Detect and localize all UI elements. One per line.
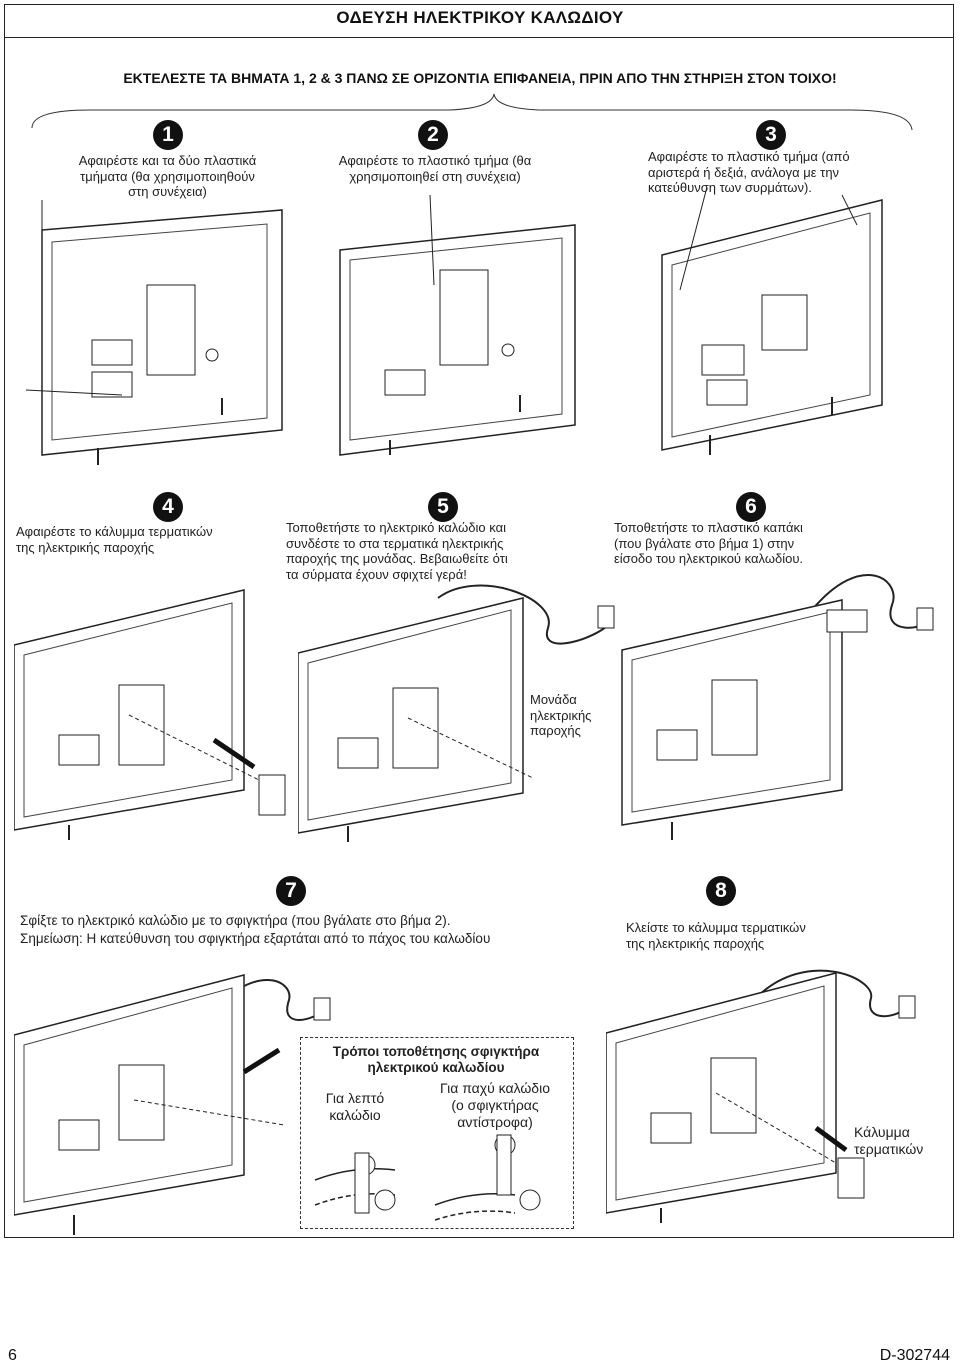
step-6-text: Τοποθετήστε το πλαστικό καπάκι (που βγάλ… xyxy=(614,520,804,566)
step-7-figure xyxy=(14,974,331,1235)
step-1-figure xyxy=(25,200,283,465)
step-1-text: Αφαιρέστε και τα δύο πλαστικά τμήματα (θ… xyxy=(78,153,257,199)
step-4-text: Αφαιρέστε το κάλυμμα τερματικών της ηλεκ… xyxy=(16,524,213,555)
page-frame xyxy=(4,4,954,1238)
step-1-number: 1 xyxy=(153,120,183,150)
brace-icon xyxy=(31,93,913,131)
page-number: 6 xyxy=(8,1347,17,1364)
step-4-figure xyxy=(14,589,286,840)
page-title: ΟΔΕΥΣΗ ΗΛΕΚΤΡΙΚΟΥ ΚΑΛΩΔΙΟΥ xyxy=(336,8,624,27)
clamp-options-figure xyxy=(314,1134,541,1221)
document-code: D-302744 xyxy=(879,1347,950,1364)
thick-cable-label: Για παχύ καλώδιο (ο σφιγκτήρας αντίστροφ… xyxy=(440,1080,550,1130)
thin-cable-label: Για λεπτό καλώδιο xyxy=(325,1090,385,1123)
step-3-figure xyxy=(661,186,883,455)
step-2-text: Αφαιρέστε το πλαστικό τμήμα (θα χρησιμοπ… xyxy=(338,153,532,184)
clamp-options-title: Τρόποι τοποθέτησης σφιγκτήρα ηλεκτρικού … xyxy=(332,1044,540,1075)
step-5-figure xyxy=(298,584,615,842)
terminal-cover-label: Κάλυμμα τερματικών xyxy=(854,1124,924,1157)
step-5-text: Τοποθετήστε το ηλεκτρικό καλώδιο και συν… xyxy=(286,520,508,582)
step-5-number: 5 xyxy=(428,492,458,522)
step-6-number: 6 xyxy=(736,492,766,522)
step-4-number: 4 xyxy=(153,492,183,522)
step-7-number: 7 xyxy=(276,876,306,906)
power-unit-label: Μονάδα ηλεκτρικής παροχής xyxy=(530,692,592,738)
step-8-figure xyxy=(606,969,916,1223)
step-6-figure xyxy=(621,574,934,840)
step-7-text: Σφίξτε το ηλεκτρικό καλώδιο με το σφιγκτ… xyxy=(20,913,491,946)
title-divider xyxy=(4,37,954,38)
step-3-text: Αφαιρέστε το πλαστικό τμήμα (από αριστερ… xyxy=(648,149,850,195)
instruction-text: ΕΚΤΕΛΕΣΤΕ ΤΑ ΒΗΜΑΤΑ 1, 2 & 3 ΠΑΝΩ ΣΕ ΟΡΙ… xyxy=(123,70,837,86)
step-2-figure xyxy=(339,194,576,456)
step-2-number: 2 xyxy=(418,120,448,150)
step-3-number: 3 xyxy=(756,120,786,150)
step-8-number: 8 xyxy=(706,876,736,906)
step-8-text: Κλείστε το κάλυμμα τερματικών της ηλεκτρ… xyxy=(626,920,806,951)
